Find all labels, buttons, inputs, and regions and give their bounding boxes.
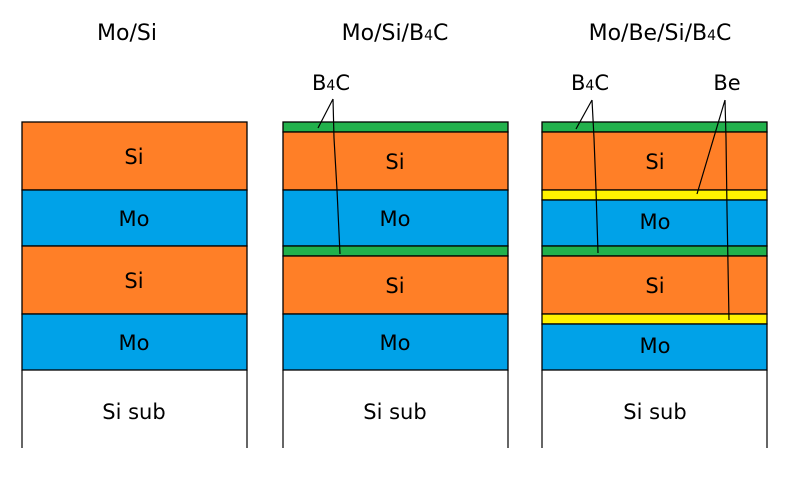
layer-mo — [282, 189, 509, 247]
layer-label: Si — [645, 150, 664, 174]
layer-mo — [21, 313, 248, 371]
layer-label: Mo — [119, 331, 150, 355]
layer-b4c — [282, 121, 509, 133]
callout-line — [696, 99, 730, 321]
callout-be: Be — [713, 71, 740, 95]
stack-mo-si-b4c: Si Mo Si Mo Si sub B4C — [282, 71, 509, 448]
layer-be — [541, 313, 768, 325]
stack-mo-si: Si Mo Si Mo Si sub — [21, 121, 248, 448]
title-mo-be-si-b4c: Mo/Be/Si/B4C — [589, 21, 732, 46]
layer-mo — [541, 323, 768, 371]
layer-b4c — [282, 245, 509, 257]
layer-b4c — [541, 121, 768, 133]
layer-mo — [541, 199, 768, 247]
layer-si — [21, 245, 248, 315]
title-mo-si-b4c: Mo/Si/B4C — [342, 21, 449, 46]
layer-mo — [21, 189, 248, 247]
title-mo-si: Mo/Si — [97, 21, 157, 46]
layer-si — [282, 131, 509, 191]
layer-label: Mo — [380, 331, 411, 355]
layer-label: Si — [124, 145, 143, 169]
callout-b4c: B4C — [312, 71, 350, 95]
substrate-outline — [282, 370, 509, 448]
layer-label: Si sub — [363, 400, 426, 424]
layer-label: Si — [124, 269, 143, 293]
layer-si — [541, 255, 768, 315]
callout-line — [575, 99, 599, 254]
stack-mo-be-si-b4c: Si Mo Si Mo Si sub B4C Be — [541, 71, 768, 448]
layer-label: Si sub — [623, 400, 686, 424]
layer-label: Mo — [119, 207, 150, 231]
layer-label: Mo — [640, 334, 671, 358]
layer-mo — [282, 313, 509, 371]
layer-si — [21, 121, 248, 191]
layer-label: Si — [385, 274, 404, 298]
layer-b4c — [541, 245, 768, 257]
layer-label: Si — [385, 150, 404, 174]
callout-line — [317, 98, 341, 255]
callout-b4c: B4C — [571, 71, 609, 95]
layer-be — [541, 189, 768, 201]
layer-label: Mo — [380, 207, 411, 231]
layer-si — [282, 255, 509, 315]
layer-label: Si — [645, 274, 664, 298]
substrate-outline — [541, 370, 768, 448]
layer-label: Mo — [640, 210, 671, 234]
substrate-outline — [21, 370, 248, 448]
layer-label: Si sub — [102, 400, 165, 424]
